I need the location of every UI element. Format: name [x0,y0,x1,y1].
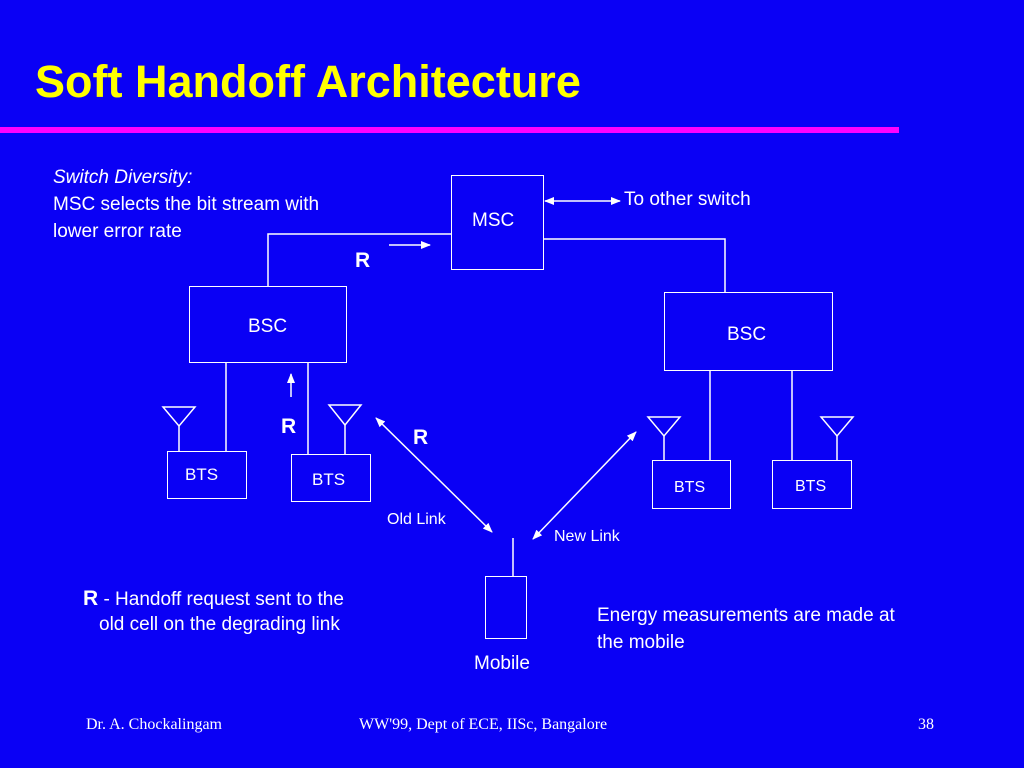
bts-label: BTS [185,465,219,484]
bts-label: BTS [674,479,706,496]
r-legend-symbol: R [83,587,99,610]
bts-box: BTS [167,451,247,499]
msc-box: MSC [451,175,544,270]
title-divider [0,127,899,133]
antenna-icon [327,404,363,455]
bts-label: BTS [312,470,346,489]
bsc-left-label: BSC [248,316,288,337]
new-link-label: New Link [554,528,620,545]
bts-box: BTS [652,460,731,509]
antenna-icon [819,416,855,461]
mobile-device [485,576,527,639]
msc-to-left-bsc-line [267,233,452,287]
slide-title: Soft Handoff Architecture [35,56,581,107]
switch-diversity-line2: lower error rate [53,221,182,242]
bsc-right-box: BSC [664,292,833,371]
energy-note-line1: Energy measurements are made at [597,605,895,626]
energy-note-line2: the mobile [597,632,685,653]
footer-venue: WW'99, Dept of ECE, IISc, Bangalore [359,716,608,733]
switch-diversity-heading: Switch Diversity: [53,167,193,188]
r-legend-line1: R - Handoff request sent to the [83,586,344,612]
r-marker-old-link: R [413,426,429,449]
old-link-arrow [375,417,493,533]
bts-box: BTS [291,454,371,502]
mobile-label: Mobile [474,653,530,674]
r-marker-msc: R [355,249,371,272]
bsc-right-label: BSC [727,324,767,345]
switch-diversity-line1: MSC selects the bit stream with [53,194,320,215]
to-other-switch-label: To other switch [624,189,751,210]
r-marker-bsc: R [281,415,297,438]
r-legend-line2: old cell on the degrading link [99,614,340,635]
msc-label: MSC [472,210,515,231]
old-link-label: Old Link [387,511,446,528]
antenna-icon [646,416,682,461]
msc-to-right-bsc-line [543,238,726,293]
footer-author: Dr. A. Chockalingam [86,716,222,733]
new-link-arrow [532,431,637,540]
r-legend-text: - Handoff request sent to the [98,589,344,610]
bts-label: BTS [795,478,827,495]
footer-page-number: 38 [918,716,934,733]
bts-box: BTS [772,460,852,509]
antenna-icon [161,406,197,452]
bsc-left-box: BSC [189,286,347,363]
